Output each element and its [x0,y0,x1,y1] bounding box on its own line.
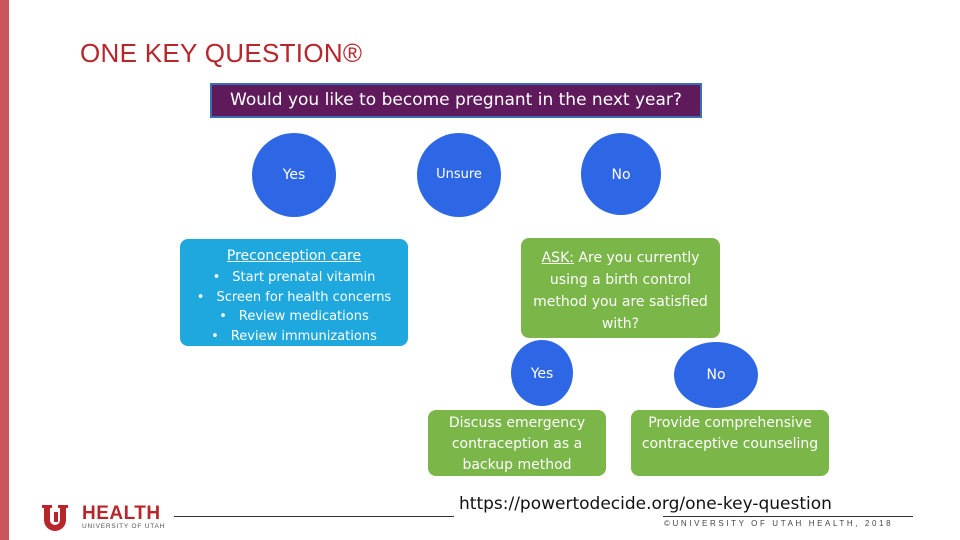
outcome-counseling-box: Provide comprehensive contraceptive coun… [631,410,829,476]
u-logo-icon [42,505,68,531]
page-title: ONE KEY QUESTION® [80,38,363,68]
answer-yes-label: Yes [282,167,306,183]
answer-yes-circle: Yes [252,133,336,217]
list-item: Screen for health concerns [180,288,408,308]
university-logo: HEALTH UNIVERSITY OF UTAH [40,503,170,533]
left-accent-bar [0,0,9,540]
followup-no-circle: No [674,342,758,408]
followup-yes-label: Yes [530,366,554,382]
answer-unsure-label: Unsure [436,167,482,182]
logo-subtitle: UNIVERSITY OF UTAH [82,523,166,530]
logo-wordmark: HEALTH [82,503,161,524]
preconception-heading: Preconception care [226,248,362,264]
ask-text: Are you currently using a birth control … [533,250,708,332]
preconception-care-box: Preconception care Start prenatal vitami… [180,239,408,346]
list-item: Review immunizations [180,327,408,347]
list-item: Start prenatal vitamin [180,268,408,288]
footer-divider-left [174,516,454,517]
list-item: Review medications [180,307,408,327]
followup-no-label: No [706,367,726,383]
ask-question-box: ASK: Are you currently using a birth con… [521,238,720,338]
answer-no-label: No [611,167,631,183]
outcome-emergency-contraception-box: Discuss emergency contraception as a bac… [428,410,606,476]
footer-divider-right [663,516,913,517]
followup-yes-circle: Yes [511,340,573,406]
key-question-box: Would you like to become pregnant in the… [210,83,702,118]
preconception-list: Start prenatal vitamin Screen for health… [180,268,408,346]
source-url: https://powertodecide.org/one-key-questi… [459,494,832,514]
footer-copyright: ©UNIVERSITY OF UTAH HEALTH, 2018 [664,519,894,528]
ask-prefix: ASK: [541,250,574,266]
answer-unsure-circle: Unsure [417,133,501,217]
answer-no-circle: No [581,133,661,215]
